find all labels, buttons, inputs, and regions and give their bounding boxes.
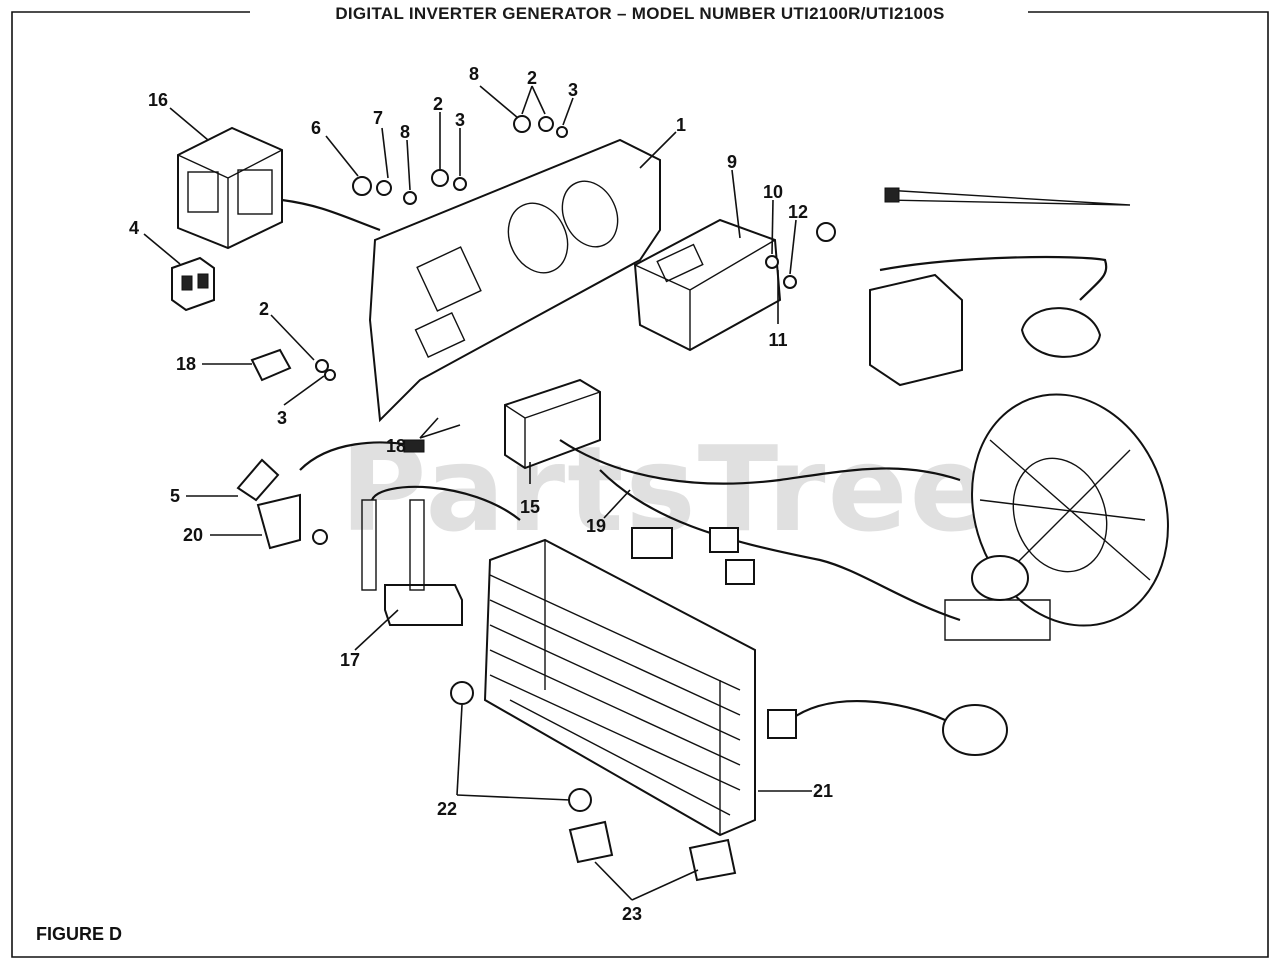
part-16-lead <box>281 198 381 232</box>
part-18-connector <box>250 348 292 382</box>
callout-19: 19 <box>586 516 606 536</box>
part-4-switch <box>171 256 215 312</box>
callout-3: 3 <box>455 110 465 130</box>
callout-5: 5 <box>170 486 180 506</box>
part-19-harness <box>559 439 961 622</box>
callout-7: 7 <box>373 108 383 128</box>
callout-2: 2 <box>259 299 269 319</box>
callout-2: 2 <box>433 94 443 114</box>
callout-18: 18 <box>176 354 196 374</box>
part-9-module <box>633 218 782 352</box>
diagram-title: DIGITAL INVERTER GENERATOR – MODEL NUMBE… <box>335 4 944 23</box>
callout-11: 11 <box>768 330 787 350</box>
callout-20: 20 <box>183 525 203 545</box>
part-ignition-coil <box>869 273 963 387</box>
part-17-capacitor <box>361 485 521 626</box>
part-cable-tie <box>884 187 1131 206</box>
callout-10: 10 <box>763 182 783 202</box>
figure-label: FIGURE D <box>36 924 122 944</box>
part-oil-sensor <box>944 555 1051 641</box>
callout-18: 18 <box>386 436 406 456</box>
callout-15: 15 <box>520 497 540 517</box>
callout-9: 9 <box>727 152 737 172</box>
part-23-grommets <box>568 820 737 882</box>
diagram-border <box>11 11 1269 958</box>
callout-8: 8 <box>400 122 410 142</box>
callout-3: 3 <box>277 408 287 428</box>
callout-16: 16 <box>148 90 168 110</box>
callout-4: 4 <box>129 218 139 238</box>
callout-23: 23 <box>622 904 642 924</box>
part-1-control-panel <box>368 138 661 423</box>
part-5-terminal <box>236 458 280 502</box>
part-20-bracket <box>256 493 328 550</box>
part-stator <box>971 393 1169 627</box>
callout-6: 6 <box>311 118 321 138</box>
part-21-inverter-heatsink <box>483 538 756 837</box>
callout-1: 1 <box>676 115 686 135</box>
part-15-box <box>504 378 601 470</box>
callout-2: 2 <box>527 68 537 88</box>
callout-12: 12 <box>788 202 808 222</box>
part-18-wire-lead <box>299 439 425 471</box>
callout-17: 17 <box>340 650 360 670</box>
part-16-control-box <box>177 126 283 250</box>
callout-8: 8 <box>469 64 479 84</box>
callout-3: 3 <box>568 80 578 100</box>
callout-labels: 16 6 7 8 2 3 8 2 3 1 9 10 12 11 4 2 18 3… <box>129 64 833 924</box>
part-spark-plug-cap <box>879 255 1108 358</box>
part-fasteners-small <box>315 115 836 381</box>
callout-21: 21 <box>813 781 833 801</box>
part-stepper-motor <box>767 700 1008 756</box>
callout-22: 22 <box>437 799 457 819</box>
leader-lines <box>143 85 812 901</box>
